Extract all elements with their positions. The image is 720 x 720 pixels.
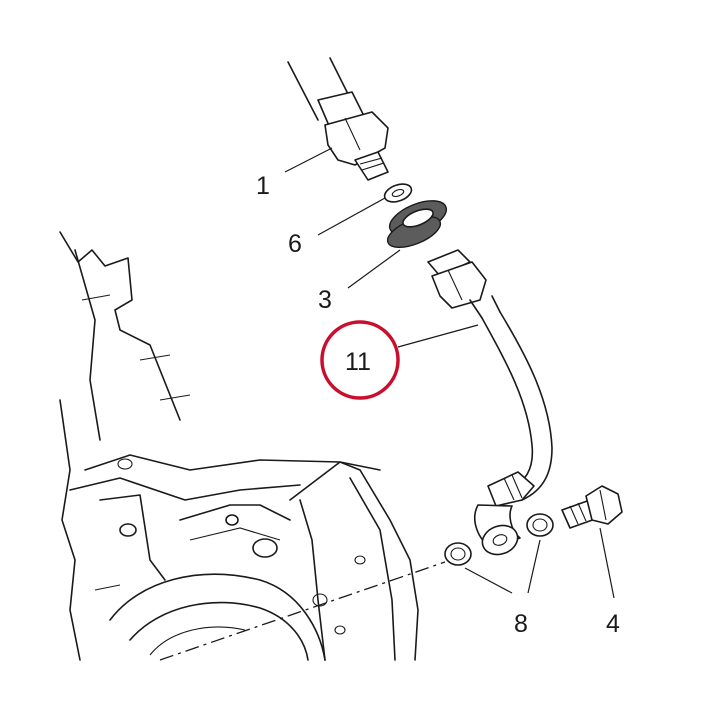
highlight-circle bbox=[320, 320, 400, 400]
callout-4: 4 bbox=[606, 610, 620, 638]
rubber-grommet-3 bbox=[386, 200, 448, 248]
washer-8-right bbox=[526, 513, 554, 537]
washer-8-left bbox=[444, 542, 472, 566]
leader-lines bbox=[284, 147, 615, 599]
callout-1: 1 bbox=[256, 172, 270, 200]
callout-8: 8 bbox=[514, 610, 528, 638]
banjo-bolt-4 bbox=[561, 485, 623, 529]
pressure-switch-fitting bbox=[287, 57, 389, 181]
callout-3: 3 bbox=[318, 286, 332, 314]
engine-casing bbox=[59, 231, 419, 661]
oil-hose-11 bbox=[427, 249, 553, 556]
callout-6: 6 bbox=[288, 230, 302, 258]
assembly-axis-line bbox=[159, 561, 446, 661]
washer-6 bbox=[383, 183, 413, 203]
callout-11: 11 bbox=[345, 348, 371, 376]
